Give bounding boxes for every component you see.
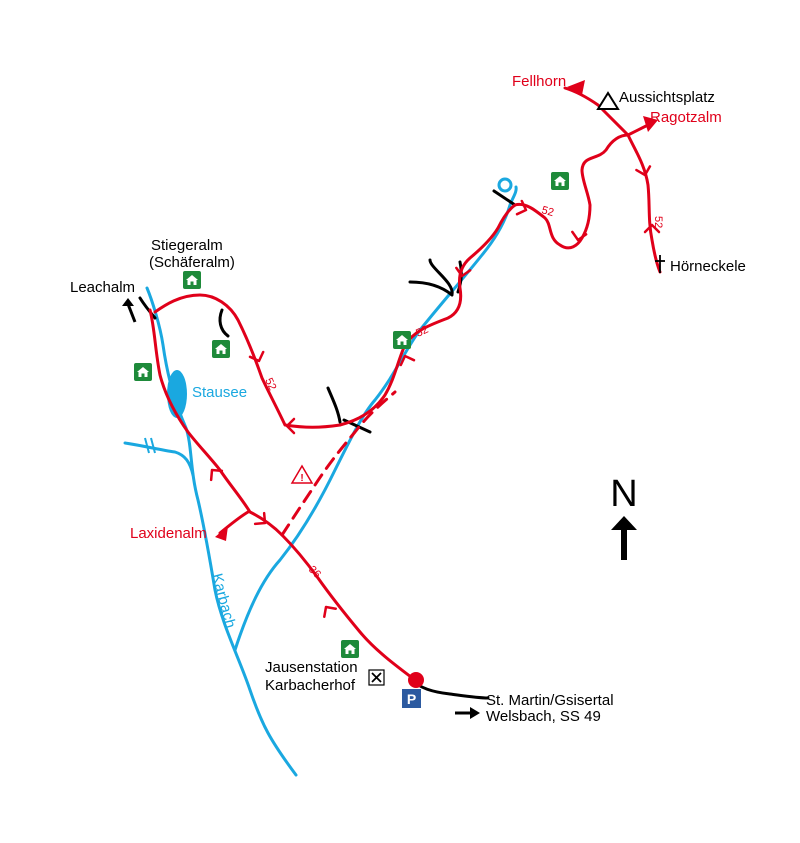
road-leachalm (138, 296, 157, 320)
route-number-labels: 52 52 52 52 36 (262, 204, 664, 580)
label-karbacherhof: Karbacherhof (265, 677, 356, 694)
route-dashed-shortcut (280, 390, 397, 537)
road-junction-a (326, 386, 342, 424)
label-ragotzalm: Ragotzalm (650, 109, 722, 126)
route-number-52: 52 (262, 376, 278, 392)
route-direction-arrows (205, 165, 661, 618)
hiking-routes (148, 86, 662, 682)
warning-icon: ! (290, 464, 314, 484)
creek-source (497, 177, 513, 193)
parking-icon: P (402, 689, 421, 708)
svg-text:!: ! (300, 473, 303, 484)
north-arrow-icon: N (610, 473, 638, 560)
label-leachalm: Leachalm (70, 279, 135, 296)
road-stiegeralm-spur (218, 308, 230, 338)
road-end-arrows (122, 298, 480, 719)
label-stausee: Stausee (192, 384, 247, 401)
label-aussichtsplatz: Aussichtsplatz (619, 89, 715, 106)
start-point-icon (408, 672, 424, 688)
hut-icon (183, 271, 201, 289)
route-to-ragotzalm (626, 123, 650, 137)
summit-cross-icon (655, 255, 665, 273)
label-fellhorn: Fellhorn (512, 73, 566, 90)
label-stiegeralm: Stiegeralm (151, 237, 223, 254)
label-laxidenalm: Laxidenalm (130, 525, 207, 542)
north-label: N (610, 473, 637, 515)
arrow-fellhorn (567, 80, 585, 95)
hut-icon (134, 363, 152, 381)
creek-east-branch (233, 185, 518, 652)
route-number-52: 52 (414, 324, 430, 340)
label-jausenstation: Jausenstation (265, 659, 358, 676)
arrow-ragotzalm (643, 116, 658, 132)
label-karbach: Karbach (208, 572, 239, 630)
route-to-hoerneckele (626, 133, 662, 274)
hut-icon (393, 331, 411, 349)
stausee-lake (167, 370, 187, 418)
route-end-arrows (215, 80, 658, 541)
arrow-leachalm (126, 303, 137, 323)
label-st-martin: St. Martin/Gsisertal (486, 692, 614, 709)
route-number-52: 52 (540, 204, 555, 219)
route-loop-stiegeralm (153, 293, 342, 429)
route-number-52: 52 (652, 216, 664, 228)
road-fork-1 (408, 258, 454, 297)
route-to-fellhorn (563, 86, 630, 137)
route-52-main (338, 133, 630, 427)
hut-icon (341, 640, 359, 658)
arrow-laxidenalm (215, 526, 228, 541)
label-welsbach: Welsbach, SS 49 (486, 708, 601, 725)
triangle-summit-icon (596, 91, 620, 110)
karbach-creek (145, 286, 298, 777)
road-north (492, 189, 517, 207)
restaurant-icon (368, 669, 385, 686)
route-36 (148, 308, 417, 682)
bridge-mark (144, 437, 156, 454)
hut-icon (551, 172, 569, 190)
place-labels: Fellhorn Aussichtsplatz Ragotzalm Hörnec… (70, 73, 746, 725)
label-schaeferalm: (Schäferalm) (149, 254, 235, 271)
hut-icon (212, 340, 230, 358)
parking-label: P (407, 691, 416, 707)
creek-west-branch (123, 441, 195, 477)
label-hoerneckele: Hörneckele (670, 258, 746, 275)
